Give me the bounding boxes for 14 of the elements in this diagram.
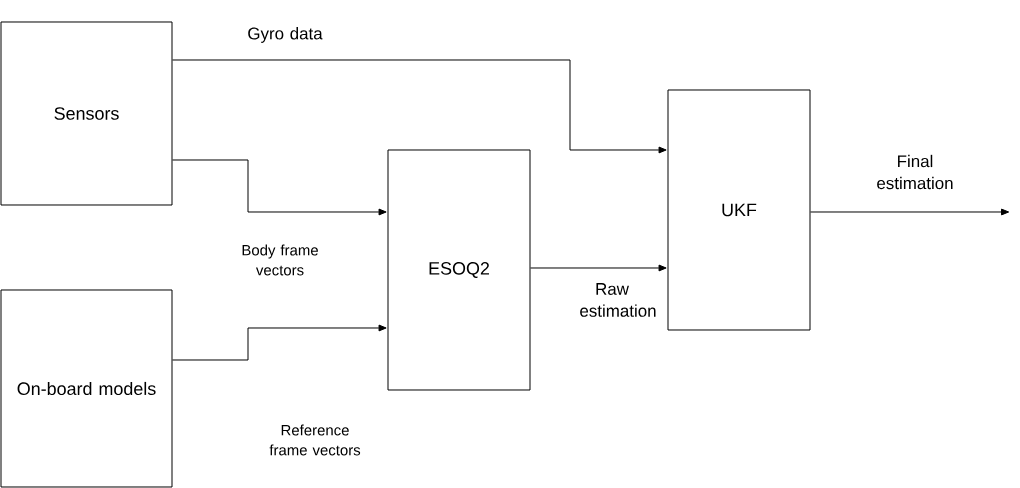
- arrow: [172, 59, 667, 154]
- arrow: [172, 324, 387, 361]
- edge-label: Gyro data: [248, 27, 323, 43]
- process-box: UKF: [667, 89, 811, 331]
- process-box: ESOQ2: [387, 149, 531, 391]
- edge-label: Reference frame vectors: [269, 424, 361, 456]
- process-box: On-board models: [0, 289, 173, 488]
- edge-label: Raw estimation: [580, 283, 656, 317]
- arrow: [530, 264, 667, 272]
- edge-label: Body frame vectors: [242, 244, 318, 276]
- process-box: Sensors: [0, 21, 173, 206]
- arrow: [172, 159, 387, 216]
- edge-label: Final estimation: [877, 154, 953, 190]
- arrow: [810, 208, 1010, 216]
